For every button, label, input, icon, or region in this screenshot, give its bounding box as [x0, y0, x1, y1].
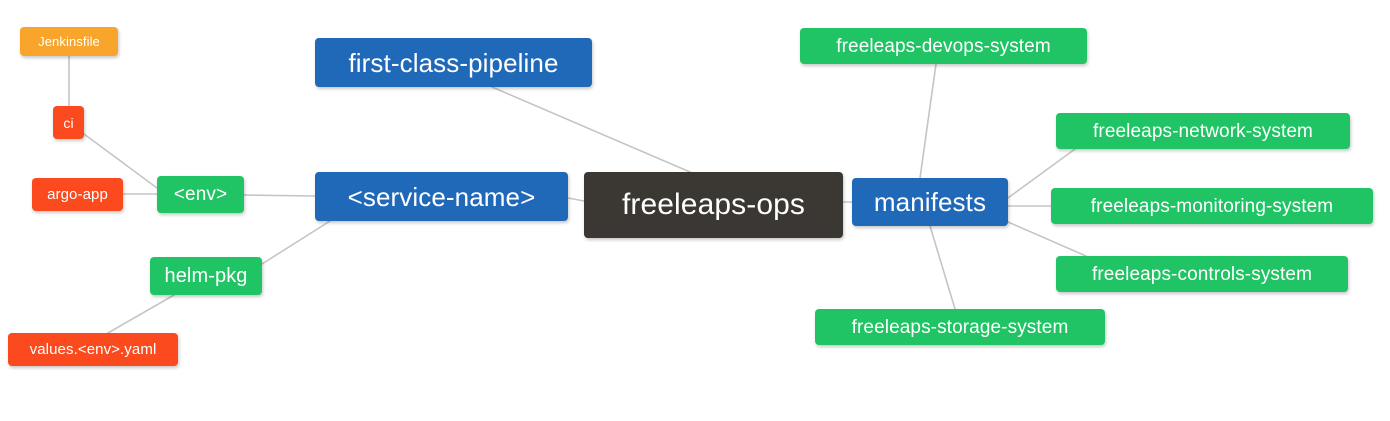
- node-jenkinsfile[interactable]: Jenkinsfile: [20, 27, 118, 56]
- edge-service-name-to-freeleaps-ops: [567, 197, 585, 202]
- node-ci[interactable]: ci: [53, 106, 84, 139]
- node-service-name[interactable]: <service-name>: [315, 172, 568, 221]
- edge-helm-pkg-to-values-yaml: [107, 294, 175, 334]
- node-monitoring-system[interactable]: freeleaps-monitoring-system: [1051, 188, 1373, 224]
- edge-first-class-pipeline-to-freeleaps-ops: [491, 86, 691, 173]
- node-env[interactable]: <env>: [157, 176, 244, 213]
- node-first-class-pipeline[interactable]: first-class-pipeline: [315, 38, 592, 87]
- edge-env-to-service-name: [243, 194, 316, 197]
- node-storage-system[interactable]: freeleaps-storage-system: [815, 309, 1105, 345]
- node-freeleaps-ops[interactable]: freeleaps-ops: [584, 172, 843, 238]
- edge-manifests-to-storage-system: [929, 225, 956, 310]
- node-controls-system[interactable]: freeleaps-controls-system: [1056, 256, 1348, 292]
- edge-manifests-to-devops-system: [919, 63, 937, 179]
- node-devops-system[interactable]: freeleaps-devops-system: [800, 28, 1087, 64]
- node-helm-pkg[interactable]: helm-pkg: [150, 257, 262, 295]
- node-network-system[interactable]: freeleaps-network-system: [1056, 113, 1350, 149]
- node-manifests[interactable]: manifests: [852, 178, 1008, 226]
- edge-manifests-to-controls-system: [1007, 221, 1087, 257]
- edge-service-name-to-helm-pkg: [261, 220, 331, 265]
- node-values-yaml[interactable]: values.<env>.yaml: [8, 333, 178, 366]
- node-argo-app[interactable]: argo-app: [32, 178, 123, 211]
